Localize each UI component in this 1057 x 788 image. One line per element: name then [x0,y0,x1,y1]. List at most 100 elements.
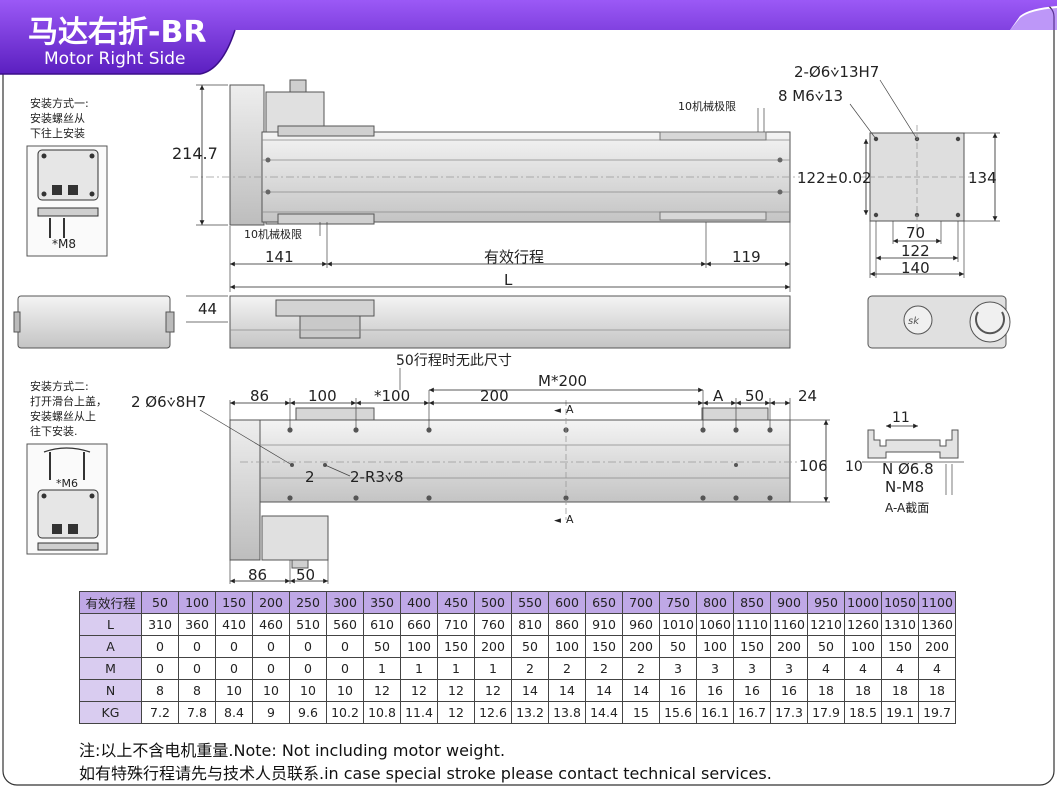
spec-cell: 200 [770,635,808,658]
spec-cell: 19.7 [918,701,956,724]
spec-cell: 0 [215,635,253,658]
install1-line1: 安装方式一: [30,96,89,110]
spec-cell: 8.4 [215,701,253,724]
spec-cell: 0 [178,657,216,680]
spec-cell: 4 [881,657,919,680]
spec-cell: 14 [585,679,623,702]
spec-cell: 0 [141,635,179,658]
spec-cell: 2 [511,657,549,680]
spec-cell: 50 [659,635,697,658]
spec-cell: 9.6 [289,701,327,724]
spec-header-cell: 350 [363,591,401,614]
install2-line2: 打开滑台上盖， [30,394,107,408]
spec-header-cell: 400 [400,591,438,614]
spec-cell: 18 [881,679,919,702]
spec-cell: 310 [141,613,179,636]
spec-cell: 910 [585,613,623,636]
spec-cell: 14.4 [585,701,623,724]
spec-cell: 10 [252,679,290,702]
spec-cell: 150 [437,635,475,658]
spec-header-cell: 550 [511,591,549,614]
spec-cell: 16 [770,679,808,702]
section-d10: 10 [845,459,863,475]
spec-cell: 14 [548,679,586,702]
end-w122: 122 [901,242,930,260]
section-thread: N-M8 [885,478,924,496]
spec-cell: 10 [289,679,327,702]
spec-cell: 12 [400,679,438,702]
end-w140: 140 [901,259,930,277]
spec-cell: 200 [474,635,512,658]
end-height: 134 [968,169,997,187]
spec-cell: 150 [733,635,771,658]
section-view: 11 10 N Ø6.8 N-M8 A-A截面 [845,410,964,515]
spec-header-cell: 200 [252,591,290,614]
spec-cell: 15 [622,701,660,724]
bv-dim-star100: *100 [374,387,410,405]
spec-cell: 200 [918,635,956,658]
spec-cell: 8 [178,679,216,702]
spec-header-cell: 650 [585,591,623,614]
bv-dim-2: 2 [305,468,315,486]
spec-header-cell: 100 [178,591,216,614]
spec-header-cell: 1050 [881,591,919,614]
spec-header-cell: 700 [622,591,660,614]
spec-cell: 17.3 [770,701,808,724]
spec-cell: 1210 [807,613,845,636]
spec-cell: 10 [215,679,253,702]
spec-cell: 16.1 [696,701,734,724]
spec-cell: 7.8 [178,701,216,724]
spec-cell: 150 [585,635,623,658]
spec-cell: 1260 [844,613,882,636]
spec-cell: 360 [178,613,216,636]
bv-motor-50: 50 [296,566,315,584]
header-title-cn: 马达右折-BR [28,15,206,50]
spec-cell: 50 [363,635,401,658]
header-title-en: Motor Right Side [44,49,185,69]
m-pitch: M*200 [538,372,587,390]
svg-text:◄: ◄ [554,406,561,416]
spec-cell: 10 [326,679,364,702]
spec-cell: 510 [289,613,327,636]
spec-cell: 3 [733,657,771,680]
spec-row-label: M [79,657,142,680]
install1-line3: 下往上安装 [30,126,85,140]
spec-header-cell: 450 [437,591,475,614]
section-mark-top: A [566,403,574,416]
spec-row-label: L [79,613,142,636]
spec-cell: 1110 [733,613,771,636]
spec-cell: 12 [474,679,512,702]
spec-cell: 12 [437,679,475,702]
bv-motor-86: 86 [248,566,267,584]
spec-cell: 2 [585,657,623,680]
spec-header-cell: 750 [659,591,697,614]
spec-row-label: N [79,679,142,702]
spec-cell: 12 [437,701,475,724]
spec-cell: 0 [252,657,290,680]
spec-cell: 13.2 [511,701,549,724]
spec-cell: 0 [289,635,327,658]
spec-cell: 7.2 [141,701,179,724]
spec-cell: 50 [807,635,845,658]
spec-cell: 4 [807,657,845,680]
limit-right-label: 10机械极限 [678,99,736,113]
svg-text:◄: ◄ [554,516,561,526]
spec-cell: 0 [215,657,253,680]
side-view: 44 sk [13,295,1011,349]
spec-cell: 860 [548,613,586,636]
spec-cell: 4 [844,657,882,680]
svg-text:sk: sk [908,316,920,327]
spec-cell: 1 [474,657,512,680]
spec-cell: 1060 [696,613,734,636]
spec-cell: 11.4 [400,701,438,724]
limit-left-label: 10机械极限 [244,227,302,241]
spec-cell: 12.6 [474,701,512,724]
spec-cell: 100 [400,635,438,658]
spec-cell: 660 [400,613,438,636]
spec-cell: 710 [437,613,475,636]
spec-header-cell: 250 [289,591,327,614]
spec-cell: 19.1 [881,701,919,724]
